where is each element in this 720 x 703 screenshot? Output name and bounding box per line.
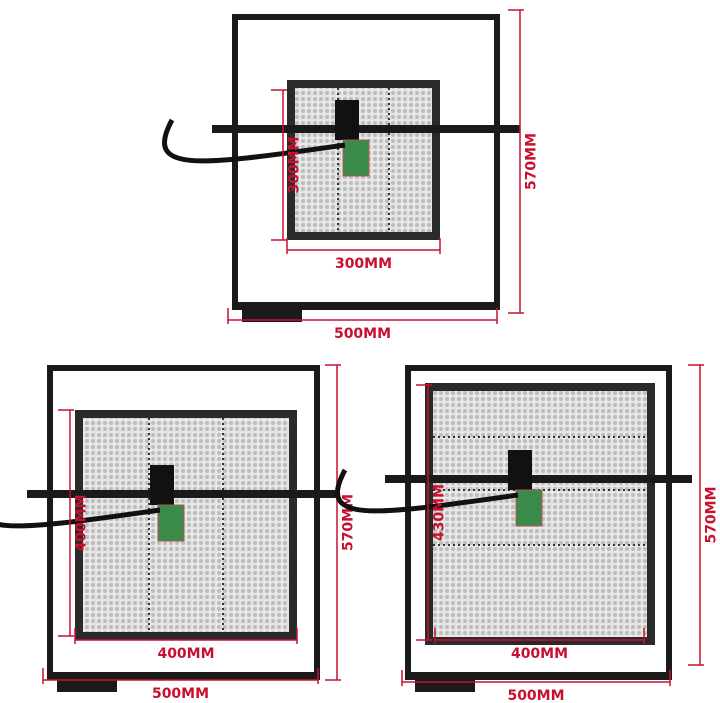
bed-width-dimension: 400MM — [74, 628, 298, 662]
control-board — [157, 504, 185, 542]
frame-width-dimension: 500MM — [42, 668, 319, 702]
frame-rail — [494, 14, 500, 310]
x-gantry — [212, 125, 520, 133]
frame-rail — [405, 672, 672, 680]
machine-panel-3: 430MM 400MM 570MM 500MM — [334, 364, 720, 703]
dimension-label: 500MM — [152, 686, 209, 702]
frame-rail — [47, 365, 320, 371]
frame-rail — [666, 365, 672, 680]
cable — [334, 468, 519, 514]
laser-head — [335, 100, 359, 140]
frame-width-dimension: 500MM — [227, 308, 498, 342]
frame-rail — [405, 365, 672, 371]
control-board — [515, 489, 543, 527]
bed-width-dimension: 400MM — [434, 628, 645, 662]
frame-height-dimension: 570MM — [325, 364, 357, 681]
foot-bracket — [242, 310, 302, 322]
honeycomb-mesh — [83, 418, 289, 632]
dimension-label: 500MM — [334, 326, 391, 342]
foot-bracket — [415, 680, 475, 692]
bed-height-dimension: 400MM — [58, 409, 90, 637]
x-gantry — [27, 490, 340, 498]
bed-height-dimension: 300MM — [271, 89, 303, 241]
cable — [0, 507, 161, 529]
x-gantry — [385, 475, 692, 483]
bed-height-dimension: 430MM — [416, 384, 448, 641]
dimension-label: 400MM — [74, 494, 90, 551]
frame-rail — [232, 302, 500, 310]
dimension-label: 430MM — [432, 484, 448, 541]
frame-rail — [47, 672, 320, 680]
frame-rail — [314, 365, 320, 680]
foot-bracket — [57, 680, 117, 692]
dimension-label: 570MM — [704, 486, 720, 543]
dimension-label: 570MM — [524, 133, 540, 190]
frame-width-dimension: 500MM — [401, 670, 671, 703]
frame-rail — [232, 14, 238, 310]
cable — [161, 118, 346, 164]
frame-rail — [232, 14, 500, 20]
frame-height-dimension: 570MM — [508, 9, 540, 314]
control-board — [342, 139, 370, 177]
machine-panel-1: 300MM 300MM 570MM 500MM — [161, 9, 540, 342]
dimension-label: 400MM — [157, 646, 214, 662]
frame-height-dimension: 570MM — [688, 364, 720, 666]
dimension-label: 500MM — [507, 688, 564, 703]
frame-rail — [405, 365, 411, 680]
laser-head — [508, 450, 532, 490]
machine-panel-2: 400MM 400MM 570MM 500MM — [0, 364, 357, 702]
dimension-label: 400MM — [511, 646, 568, 662]
laser-head — [150, 465, 174, 505]
dimension-label: 300MM — [287, 136, 303, 193]
dimension-label: 300MM — [335, 256, 392, 272]
bed-width-dimension: 300MM — [286, 238, 441, 272]
